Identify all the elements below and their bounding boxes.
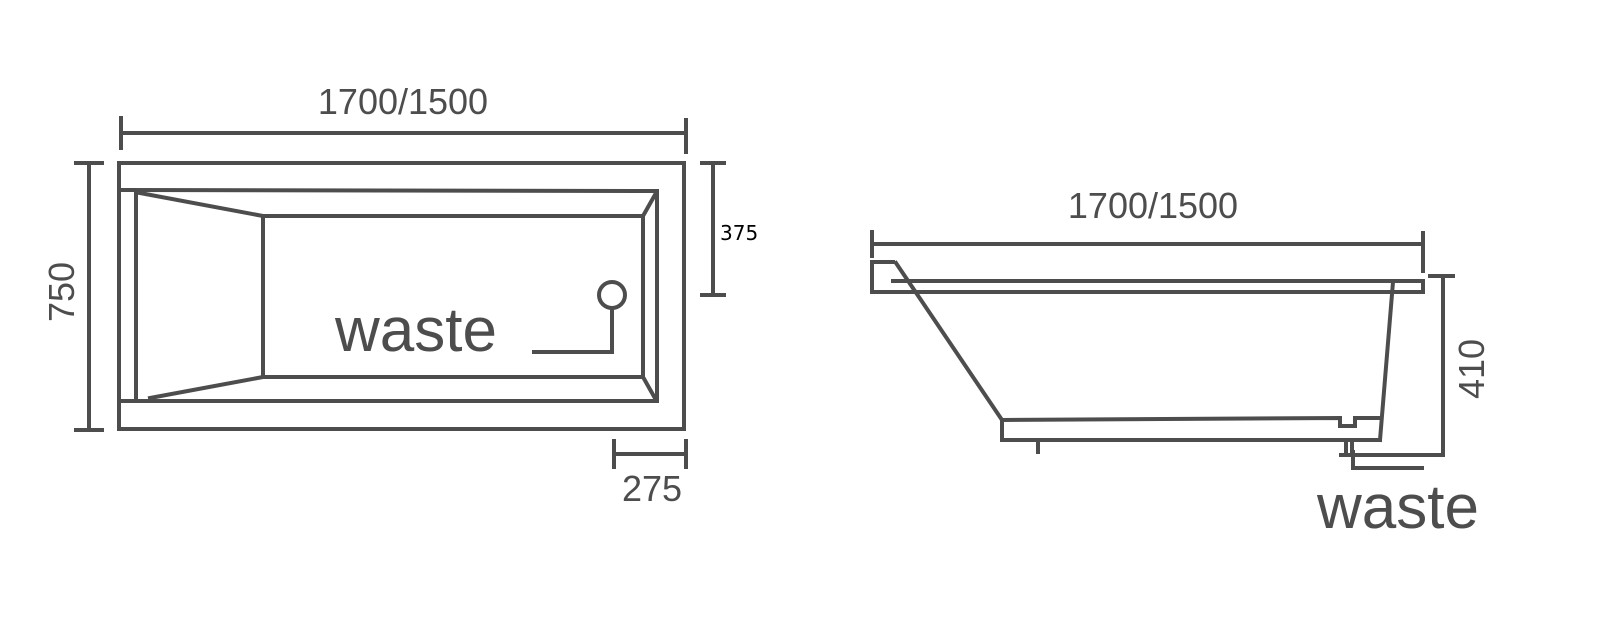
side-view: 1700/1500 410 waste <box>870 185 1492 542</box>
waste-leader <box>532 306 614 354</box>
top-length-dimension <box>119 116 688 154</box>
waste-outlet-icon <box>597 280 627 310</box>
top-length-label: 1700/1500 <box>318 81 488 122</box>
side-rim <box>870 260 1425 294</box>
basin-floor <box>261 214 645 379</box>
inner-rim <box>119 187 659 403</box>
top-waste-label: waste <box>334 296 497 365</box>
waste-edge-dimension <box>612 439 688 469</box>
waste-offset-label: 375 <box>720 221 758 245</box>
outer-rim <box>117 161 686 431</box>
side-height-dimension <box>1428 274 1455 457</box>
side-base <box>1000 418 1382 442</box>
side-length-dimension <box>870 230 1425 273</box>
side-length-label: 1700/1500 <box>1068 185 1238 226</box>
side-waste-label: waste <box>1316 473 1479 542</box>
side-height-label: 410 <box>1451 339 1492 399</box>
side-waste-leader <box>1351 450 1424 470</box>
top-width-dimension <box>74 161 104 432</box>
waste-edge-label: 275 <box>622 468 682 509</box>
waste-offset-dimension <box>700 161 726 297</box>
top-width-label: 750 <box>41 262 82 322</box>
top-view: 1700/1500 750 waste 375 <box>41 81 758 509</box>
